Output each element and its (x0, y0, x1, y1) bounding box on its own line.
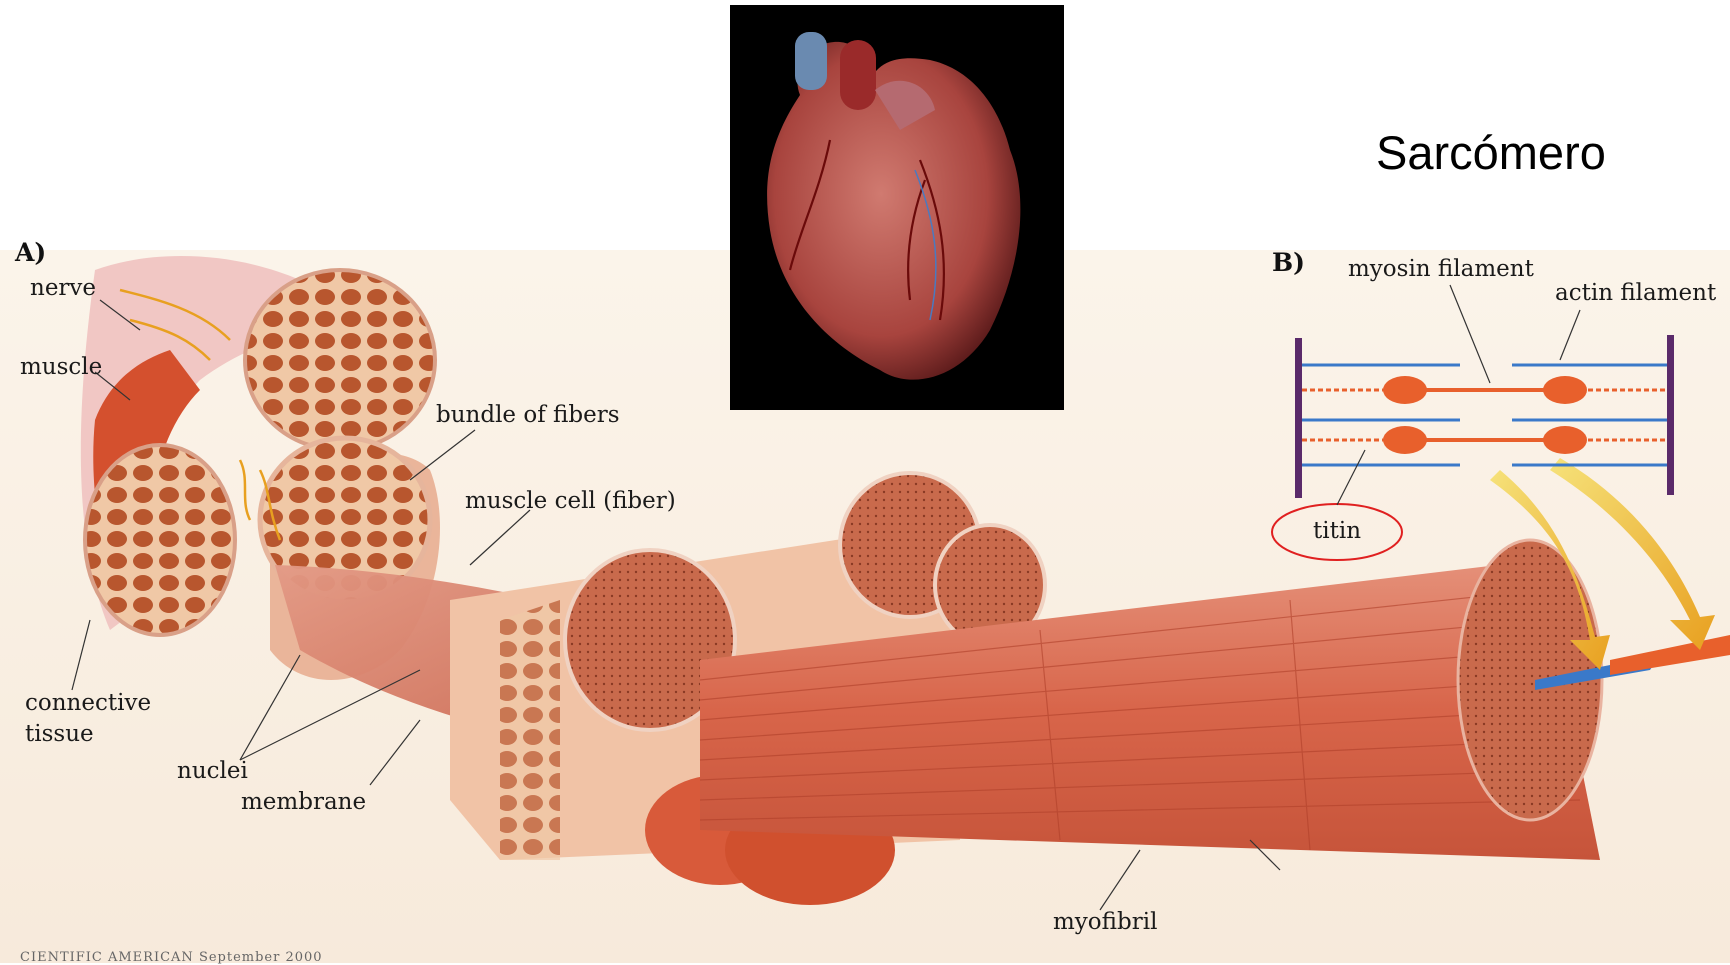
label-myosin-filament: myosin filament (1348, 256, 1534, 282)
label-tissue: tissue (25, 721, 94, 747)
label-membrane: membrane (241, 789, 366, 815)
label-connective: connective (25, 690, 151, 716)
label-titin: titin (1313, 518, 1361, 544)
z-line-left (1295, 338, 1302, 498)
label-bundle-of-fibers: bundle of fibers (436, 402, 620, 428)
label-nuclei: nuclei (177, 758, 248, 784)
label-myofibril: myofibril (1053, 909, 1157, 935)
heart-inset (730, 5, 1064, 410)
label-muscle: muscle (20, 354, 102, 380)
label-actin-filament: actin filament (1555, 280, 1716, 306)
label-muscle-cell: muscle cell (fiber) (465, 488, 676, 514)
page-title: Sarcómero (1376, 125, 1606, 180)
panel-a-letter: A) (15, 238, 46, 267)
z-line-right (1667, 335, 1674, 495)
label-nerve: nerve (30, 275, 96, 301)
panel-b-letter: B) (1272, 248, 1305, 277)
